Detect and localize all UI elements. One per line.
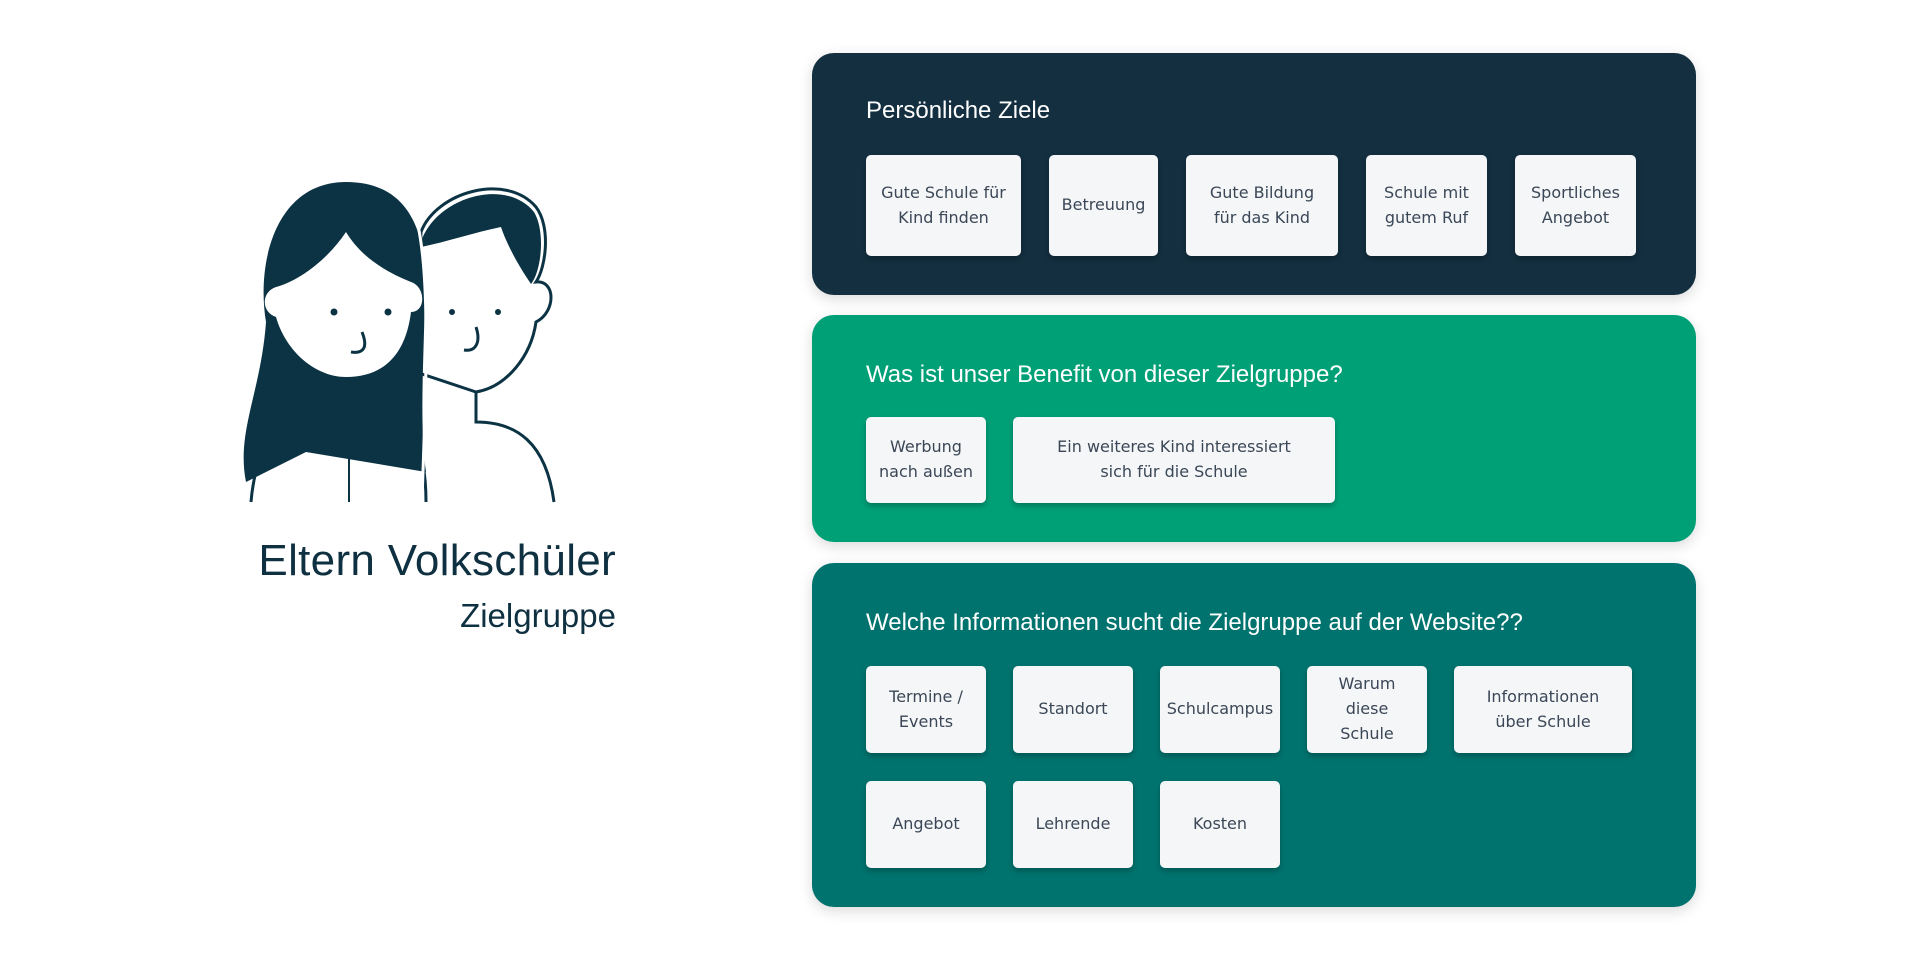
panel-benefit: Was ist unser Benefit von dieser Zielgru… (812, 315, 1696, 542)
sticky-note: Kosten (1160, 781, 1280, 868)
sticky-note: Werbung nach außen (866, 417, 986, 503)
panel-title: Persönliche Ziele (866, 97, 1051, 124)
persona-subtitle: Zielgruppe (460, 597, 616, 634)
sticky-note: Informationen über Schule (1454, 666, 1632, 753)
parents-illustration-icon (243, 182, 556, 503)
sticky-note: Angebot (866, 781, 986, 868)
sticky-note: Gute Schule für Kind finden (866, 155, 1021, 256)
sticky-note: Ein weiteres Kind interessiert sich für … (1013, 417, 1335, 503)
sticky-note: Schulcampus (1160, 666, 1280, 753)
sticky-note: Standort (1013, 666, 1133, 753)
sticky-note: Lehrende (1013, 781, 1133, 868)
sticky-note: Termine / Events (866, 666, 986, 753)
panel-title: Welche Informationen sucht die Zielgrupp… (866, 609, 1523, 636)
sticky-note: Schule mit gutem Ruf (1366, 155, 1487, 256)
card-list: Werbung nach außen Ein weiteres Kind int… (866, 417, 1656, 503)
panel-personal-goals: Persönliche Ziele Gute Schule für Kind f… (812, 53, 1696, 295)
sticky-note: Betreuung (1049, 155, 1158, 256)
card-list: Gute Schule für Kind finden Betreuung Gu… (866, 155, 1656, 256)
sticky-note: Gute Bildung für das Kind (1186, 155, 1338, 256)
persona-title: Eltern Volkschüler (258, 536, 616, 585)
panel-title: Was ist unser Benefit von dieser Zielgru… (866, 361, 1343, 388)
card-list: Termine / Events Standort Schulcampus Wa… (866, 666, 1656, 868)
panel-website-information: Welche Informationen sucht die Zielgrupp… (812, 563, 1696, 907)
sticky-note: Warum diese Schule (1307, 666, 1427, 753)
sticky-note: Sportliches Angebot (1515, 155, 1636, 256)
